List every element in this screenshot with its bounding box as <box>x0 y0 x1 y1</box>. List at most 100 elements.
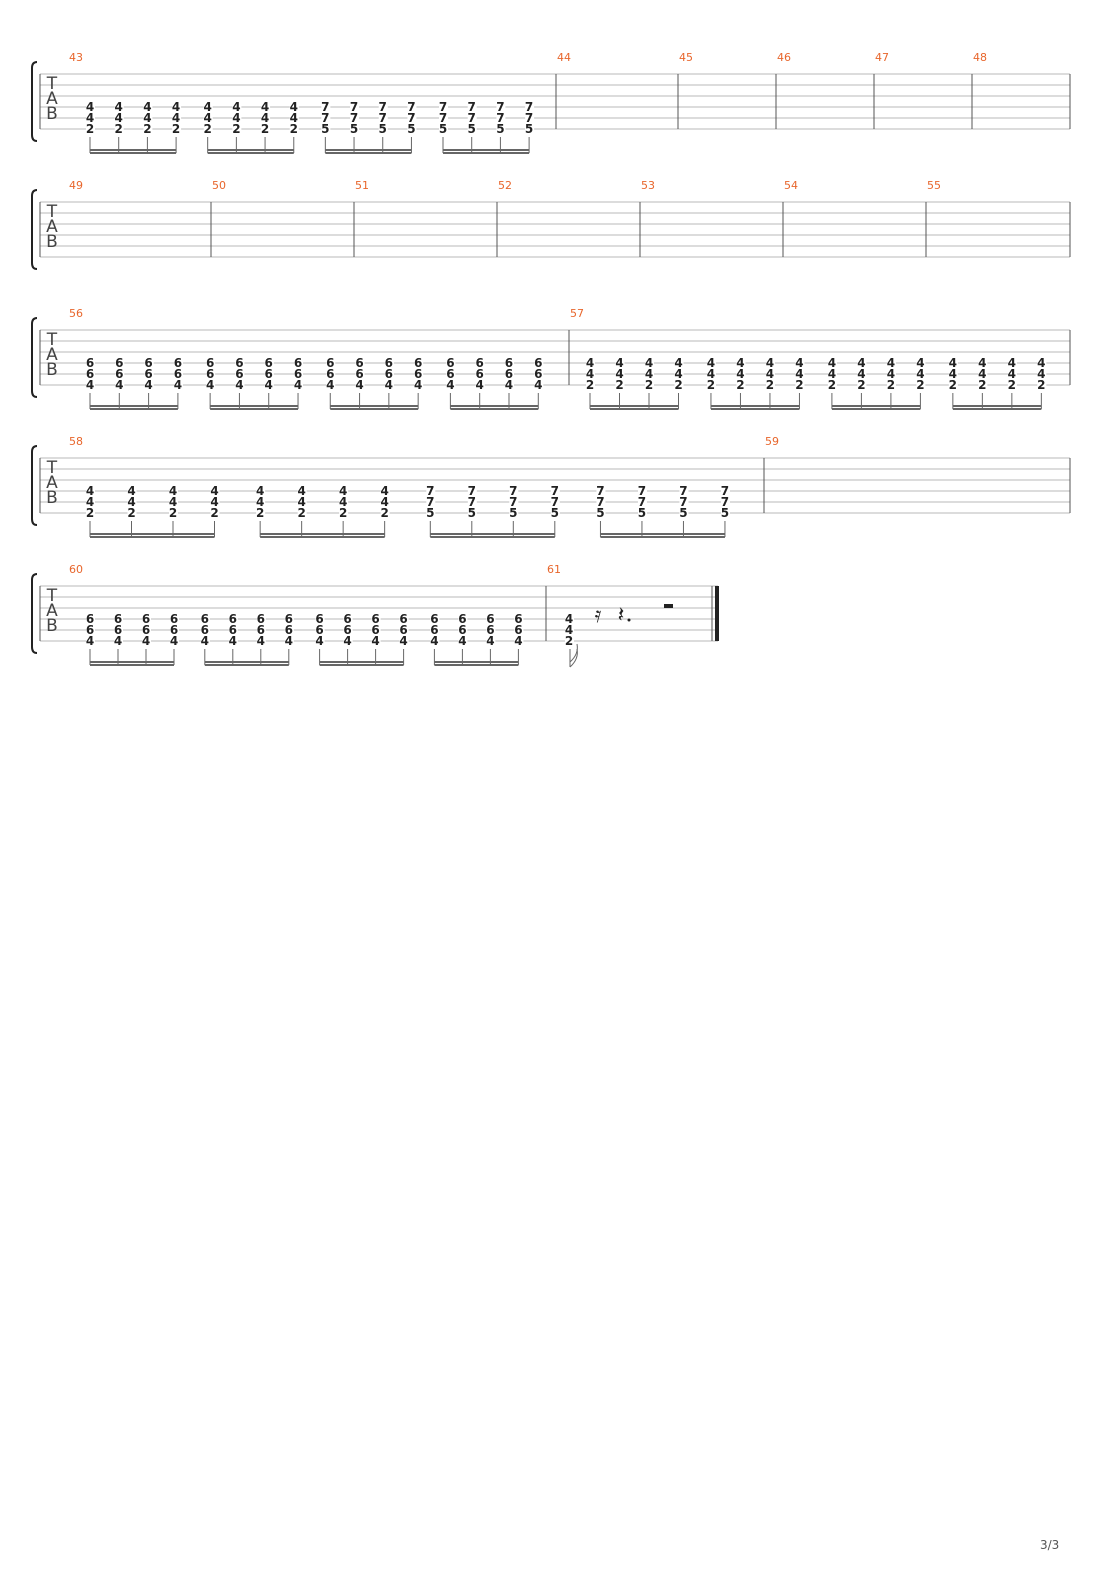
fret-background <box>458 624 468 634</box>
fret-background <box>407 123 417 133</box>
fret-background <box>916 357 926 367</box>
fret-background <box>380 485 390 495</box>
tab-clef-letter: A <box>46 217 58 237</box>
fret-number: 4 <box>916 367 924 381</box>
fret-background <box>496 112 506 122</box>
measure-number: 46 <box>777 51 791 64</box>
fret-number: 5 <box>509 506 517 520</box>
fret-number: 2 <box>115 122 123 136</box>
quarter-rest: 𝄽 <box>618 603 625 628</box>
fret-background <box>514 613 524 623</box>
fret-number: 5 <box>496 122 504 136</box>
fret-number: 2 <box>210 506 218 520</box>
fret-background <box>321 112 331 122</box>
fret-background <box>857 357 867 367</box>
fret-number: 4 <box>486 634 494 648</box>
fret-background <box>674 368 684 378</box>
fret-number: 6 <box>86 367 94 381</box>
fret-background <box>765 379 775 389</box>
fret-background <box>414 368 424 378</box>
fret-number: 7 <box>638 495 646 509</box>
fret-number: 6 <box>285 623 293 637</box>
fret-background <box>475 368 485 378</box>
fret-background <box>1007 368 1017 378</box>
fret-background <box>534 368 544 378</box>
fret-background <box>256 624 266 634</box>
fret-number: 6 <box>315 623 323 637</box>
fret-background <box>371 613 381 623</box>
tab-clef-letter: T <box>46 330 58 350</box>
fret-number: 2 <box>86 506 94 520</box>
fret-background <box>210 485 220 495</box>
fret-number: 5 <box>721 506 729 520</box>
fret-number: 2 <box>978 378 986 392</box>
fret-number: 4 <box>615 367 623 381</box>
fret-background <box>496 123 506 133</box>
fret-background <box>294 379 304 389</box>
fret-number: 6 <box>534 356 542 370</box>
fret-number: 7 <box>439 100 447 114</box>
measure-number: 49 <box>69 179 83 192</box>
fret-background <box>339 507 349 517</box>
system-bracket <box>31 445 38 526</box>
measure-number: 50 <box>212 179 226 192</box>
fret-background <box>228 613 238 623</box>
fret-number: 7 <box>496 100 504 114</box>
fret-number: 6 <box>294 367 302 381</box>
fret-background <box>114 624 123 634</box>
fret-number: 4 <box>170 634 178 648</box>
fret-number: 2 <box>736 378 744 392</box>
fret-background <box>430 613 440 623</box>
fret-background <box>355 368 365 378</box>
fret-background <box>439 112 449 122</box>
fret-background <box>414 357 424 367</box>
fret-background <box>720 485 730 495</box>
fret-number: 2 <box>127 506 135 520</box>
fret-number: 4 <box>290 111 298 125</box>
tab-clef-letter: A <box>46 345 58 365</box>
fret-background <box>261 123 271 133</box>
fret-number: 4 <box>1037 356 1045 370</box>
fret-background <box>407 101 417 111</box>
measure-number: 43 <box>69 51 83 64</box>
fret-number: 4 <box>297 484 305 498</box>
fret-background <box>948 357 958 367</box>
fret-number: 4 <box>115 378 123 392</box>
fret-number: 4 <box>86 378 94 392</box>
fret-background <box>504 357 514 367</box>
fret-number: 6 <box>265 356 273 370</box>
fret-number: 2 <box>828 378 836 392</box>
fret-number: 4 <box>265 378 273 392</box>
fret-background <box>458 613 468 623</box>
fret-number: 5 <box>379 122 387 136</box>
fret-number: 2 <box>1037 378 1045 392</box>
fret-number: 4 <box>143 111 151 125</box>
fret-background <box>256 613 266 623</box>
fret-background <box>446 368 456 378</box>
fret-background <box>736 357 746 367</box>
fret-background <box>170 624 179 634</box>
fret-background <box>115 368 125 378</box>
fret-number: 7 <box>679 495 687 509</box>
fret-number: 6 <box>294 356 302 370</box>
fret-background <box>170 635 179 645</box>
fret-number: 4 <box>290 100 298 114</box>
fret-number: 4 <box>115 100 123 114</box>
fret-number: 6 <box>343 623 351 637</box>
fret-background <box>525 112 535 122</box>
fret-background <box>679 507 689 517</box>
fret-number: 4 <box>261 100 269 114</box>
fret-background <box>206 379 216 389</box>
fret-background <box>378 101 388 111</box>
fret-background <box>550 507 560 517</box>
measure-number: 57 <box>570 307 584 320</box>
fret-number: 6 <box>144 356 152 370</box>
fret-number: 4 <box>949 367 957 381</box>
fret-number: 4 <box>380 495 388 509</box>
fret-number: 6 <box>414 356 422 370</box>
fret-background <box>264 357 274 367</box>
fret-number: 6 <box>115 356 123 370</box>
fret-number: 7 <box>468 111 476 125</box>
fret-number: 4 <box>615 356 623 370</box>
fret-background <box>173 357 183 367</box>
